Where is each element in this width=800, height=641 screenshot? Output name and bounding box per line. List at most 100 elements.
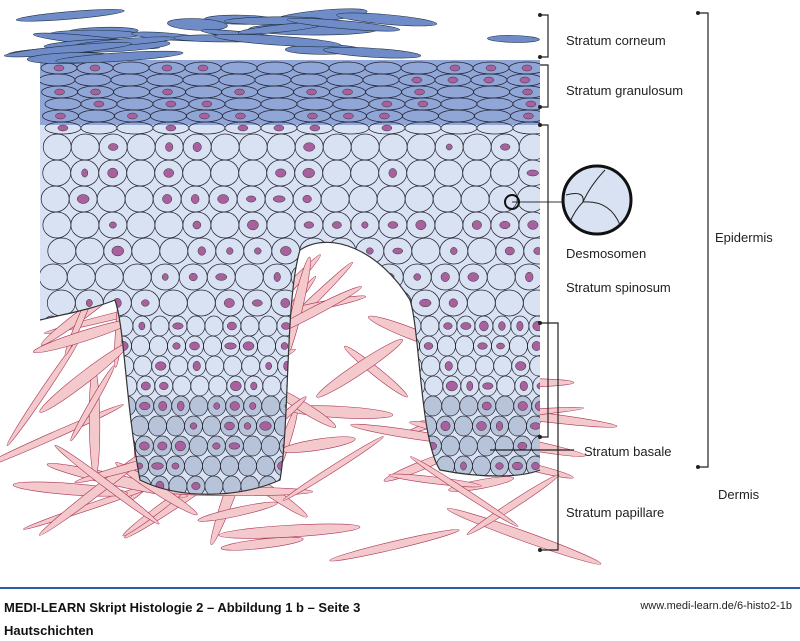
collagen-fiber [220, 536, 304, 551]
nucleus [265, 362, 273, 370]
nucleus [517, 401, 528, 411]
nucleus [531, 462, 540, 470]
nucleus [228, 442, 241, 450]
skin-layers-illustration [0, 8, 709, 565]
nucleus [158, 401, 168, 411]
nucleus [189, 341, 200, 351]
keratinocyte [518, 211, 540, 239]
nucleus [246, 195, 257, 203]
nucleus [525, 271, 534, 283]
nucleus [109, 221, 117, 229]
keratinocyte [531, 395, 540, 417]
nucleus [230, 380, 242, 392]
corneocyte [15, 9, 125, 22]
keratinocyte [454, 415, 473, 437]
nucleus [139, 441, 150, 451]
nucleus [189, 422, 198, 430]
nucleus [531, 341, 540, 351]
nucleus [467, 272, 479, 282]
nucleus [243, 422, 252, 430]
keratinocyte [532, 375, 540, 397]
nucleus [460, 461, 467, 471]
nucleus [413, 273, 421, 281]
nucleus [191, 482, 201, 490]
nucleus [477, 342, 488, 350]
nucleus [254, 247, 262, 255]
keratinocyte [472, 455, 491, 477]
label-stratum-papillare: Stratum papillare [566, 505, 665, 520]
keratinocyte [514, 263, 540, 291]
nucleus [191, 194, 200, 204]
nucleus [530, 422, 540, 430]
nucleus [138, 321, 146, 331]
label-dermis: Dermis [718, 487, 760, 502]
nucleus [482, 382, 494, 390]
keratinocyte [202, 415, 221, 437]
nucleus [213, 402, 221, 410]
collagen-fiber [54, 444, 160, 525]
nucleus [515, 361, 527, 371]
nucleus [188, 272, 198, 282]
nucleus [53, 64, 65, 72]
nucleus [417, 100, 429, 108]
nucleus [448, 298, 458, 308]
footer-url: www.medi-learn.de/6-histo2-1b [640, 600, 792, 612]
nucleus [107, 167, 119, 179]
nucleus [498, 321, 506, 331]
nucleus [445, 143, 453, 151]
nucleus [251, 299, 263, 307]
keratinocyte [495, 395, 515, 417]
nucleus [281, 322, 291, 330]
keratinocyte [256, 455, 275, 477]
nucleus [308, 246, 319, 256]
nucleus [140, 381, 151, 391]
nucleus [381, 124, 393, 132]
nucleus [519, 76, 531, 84]
nucleus [500, 143, 511, 151]
nucleus [444, 361, 453, 371]
nucleus [471, 220, 482, 230]
nucleus [414, 88, 425, 96]
nucleus [197, 64, 209, 72]
keratinocyte [261, 435, 280, 457]
nucleus [411, 76, 423, 84]
nucleus [172, 322, 184, 330]
nucleus [227, 321, 237, 331]
nucleus [229, 401, 240, 411]
nucleus [504, 246, 515, 256]
nucleus [361, 221, 369, 229]
nucleus [192, 360, 201, 372]
basement-membrane [39, 241, 541, 495]
stratum-corneum-flakes [3, 8, 540, 64]
keratinocyte [441, 435, 460, 457]
nucleus [366, 247, 374, 255]
nucleus [157, 441, 168, 451]
nucleus [201, 100, 213, 108]
nucleus [226, 247, 234, 255]
nucleus [499, 220, 511, 230]
nucleus [272, 195, 286, 203]
keratinocyte [166, 415, 185, 437]
nucleus [57, 124, 69, 132]
nucleus [161, 64, 173, 72]
nucleus [512, 461, 523, 471]
corneocyte [487, 35, 540, 43]
label-stratum-corneum: Stratum corneum [566, 33, 666, 48]
nucleus [415, 220, 427, 230]
nucleus [90, 88, 101, 96]
label-stratum-granulosum: Stratum granulosum [566, 83, 684, 98]
nucleus [534, 400, 540, 412]
keratinocyte [459, 395, 479, 417]
keratinocyte [148, 415, 167, 437]
keratinocyte [459, 435, 478, 457]
nucleus [303, 221, 315, 229]
nucleus [342, 88, 353, 96]
collagen-fiber [218, 523, 361, 539]
nucleus [523, 112, 534, 120]
keratinocyte [238, 455, 257, 477]
nucleus [280, 298, 291, 308]
nucleus [161, 273, 169, 281]
nucleus [517, 442, 528, 450]
nucleus [527, 220, 539, 230]
keratinocyte [261, 395, 281, 417]
